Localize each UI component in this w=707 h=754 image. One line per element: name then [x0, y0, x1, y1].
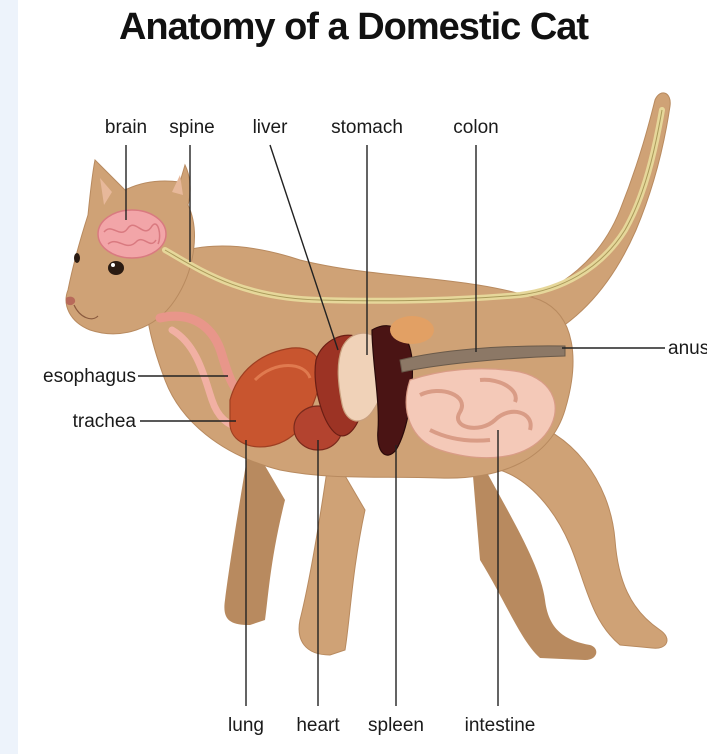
label-intestine: intestine [465, 715, 536, 736]
cat-eye-highlight [111, 263, 115, 267]
kidney-organ [390, 316, 434, 344]
label-anus: anus [668, 338, 707, 359]
label-esophagus: esophagus [43, 366, 136, 387]
label-brain: brain [105, 117, 147, 138]
label-liver: liver [253, 117, 289, 138]
intestine-organ [406, 369, 555, 458]
label-lung: lung [228, 715, 264, 736]
cat-eye [108, 261, 124, 275]
cat-eye-far [74, 253, 80, 263]
label-spleen: spleen [368, 715, 424, 736]
label-heart: heart [296, 715, 340, 736]
label-trachea: trachea [73, 411, 137, 432]
cat-whiskers [46, 300, 64, 324]
brain-organ [98, 210, 166, 258]
label-spine: spine [169, 117, 214, 138]
cat-front-leg-near [299, 450, 365, 655]
label-stomach: stomach [331, 117, 403, 138]
label-colon: colon [453, 117, 498, 138]
